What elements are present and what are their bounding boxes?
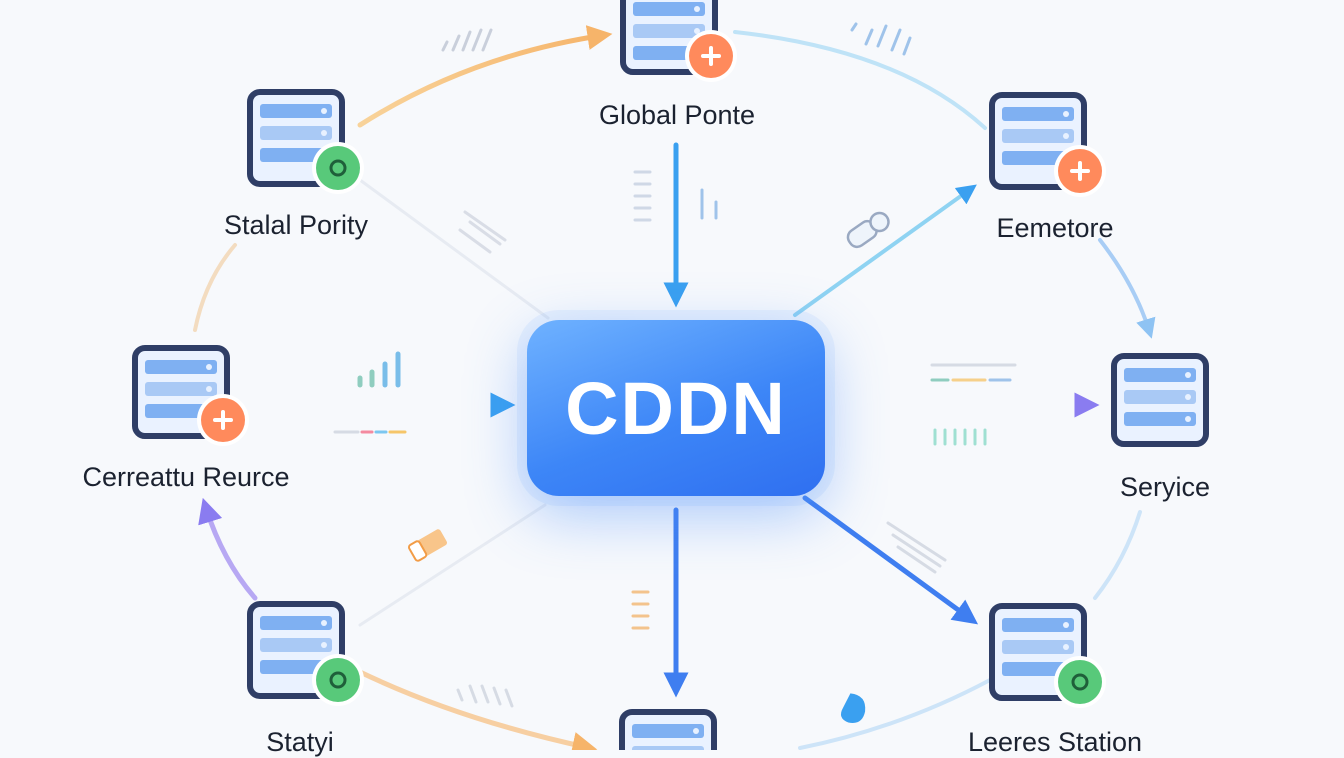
decor-ticks-top-right xyxy=(850,22,912,56)
shape-icon xyxy=(840,693,866,723)
decor-bars-left xyxy=(357,351,401,388)
server-icon-seryice xyxy=(1111,353,1209,447)
badge-orange-icon xyxy=(685,30,737,82)
decor-ticks-top-left xyxy=(441,28,493,52)
ring-arrow-right-upper xyxy=(1098,238,1156,339)
decor-ticks-lower-right xyxy=(886,521,947,574)
hub-label: CDDN xyxy=(565,366,787,450)
decor-ticks-bottom-left xyxy=(456,684,514,708)
badge-green-icon xyxy=(312,654,364,706)
node-label-eemetore: Eemetore xyxy=(996,213,1114,243)
node-label-global-ponte: Global Ponte xyxy=(598,100,756,130)
decor-dash-right xyxy=(930,363,1017,382)
ring-arrow-left-lower xyxy=(198,497,258,601)
badge-green-icon xyxy=(312,142,364,194)
ring-arrow-top-right xyxy=(733,30,987,130)
spoke-upper-right xyxy=(793,184,977,317)
server-icon-bottom xyxy=(619,709,717,750)
spoke-upper-left xyxy=(358,178,550,320)
badge-orange-icon xyxy=(197,394,249,446)
decor-ticks-bottom-center xyxy=(631,590,650,630)
ring-arrow-bottom-right xyxy=(798,678,992,750)
ring-arrow-top-left xyxy=(357,25,613,128)
decor-ticks-upper-left xyxy=(458,210,507,254)
badge-orange-icon xyxy=(1054,145,1106,197)
node-label-stalal-pority: Stalal Pority xyxy=(223,210,369,240)
spoke-lower-right xyxy=(802,495,979,625)
badge-green-icon xyxy=(1054,656,1106,708)
node-label-leeres-station: Leeres Station xyxy=(967,727,1143,757)
node-label-seryice: Seryice xyxy=(1119,472,1211,502)
node-label-statyi: Statyi xyxy=(266,727,334,757)
tag-icon xyxy=(408,529,447,562)
node-label-cerreattu-reurce: Cerreattu Reurce xyxy=(82,462,290,492)
decor-ticks-top-center xyxy=(633,170,718,222)
decor-bars-right xyxy=(933,428,987,446)
ring-arrow-right-lower xyxy=(1093,510,1142,600)
cable-icon xyxy=(846,211,890,249)
spoke-lower-left xyxy=(358,503,547,627)
ring-arrow-bottom-left xyxy=(357,669,598,750)
ring-arrow-left-upper xyxy=(193,243,237,332)
cdn-hub: CDDN xyxy=(527,320,825,496)
